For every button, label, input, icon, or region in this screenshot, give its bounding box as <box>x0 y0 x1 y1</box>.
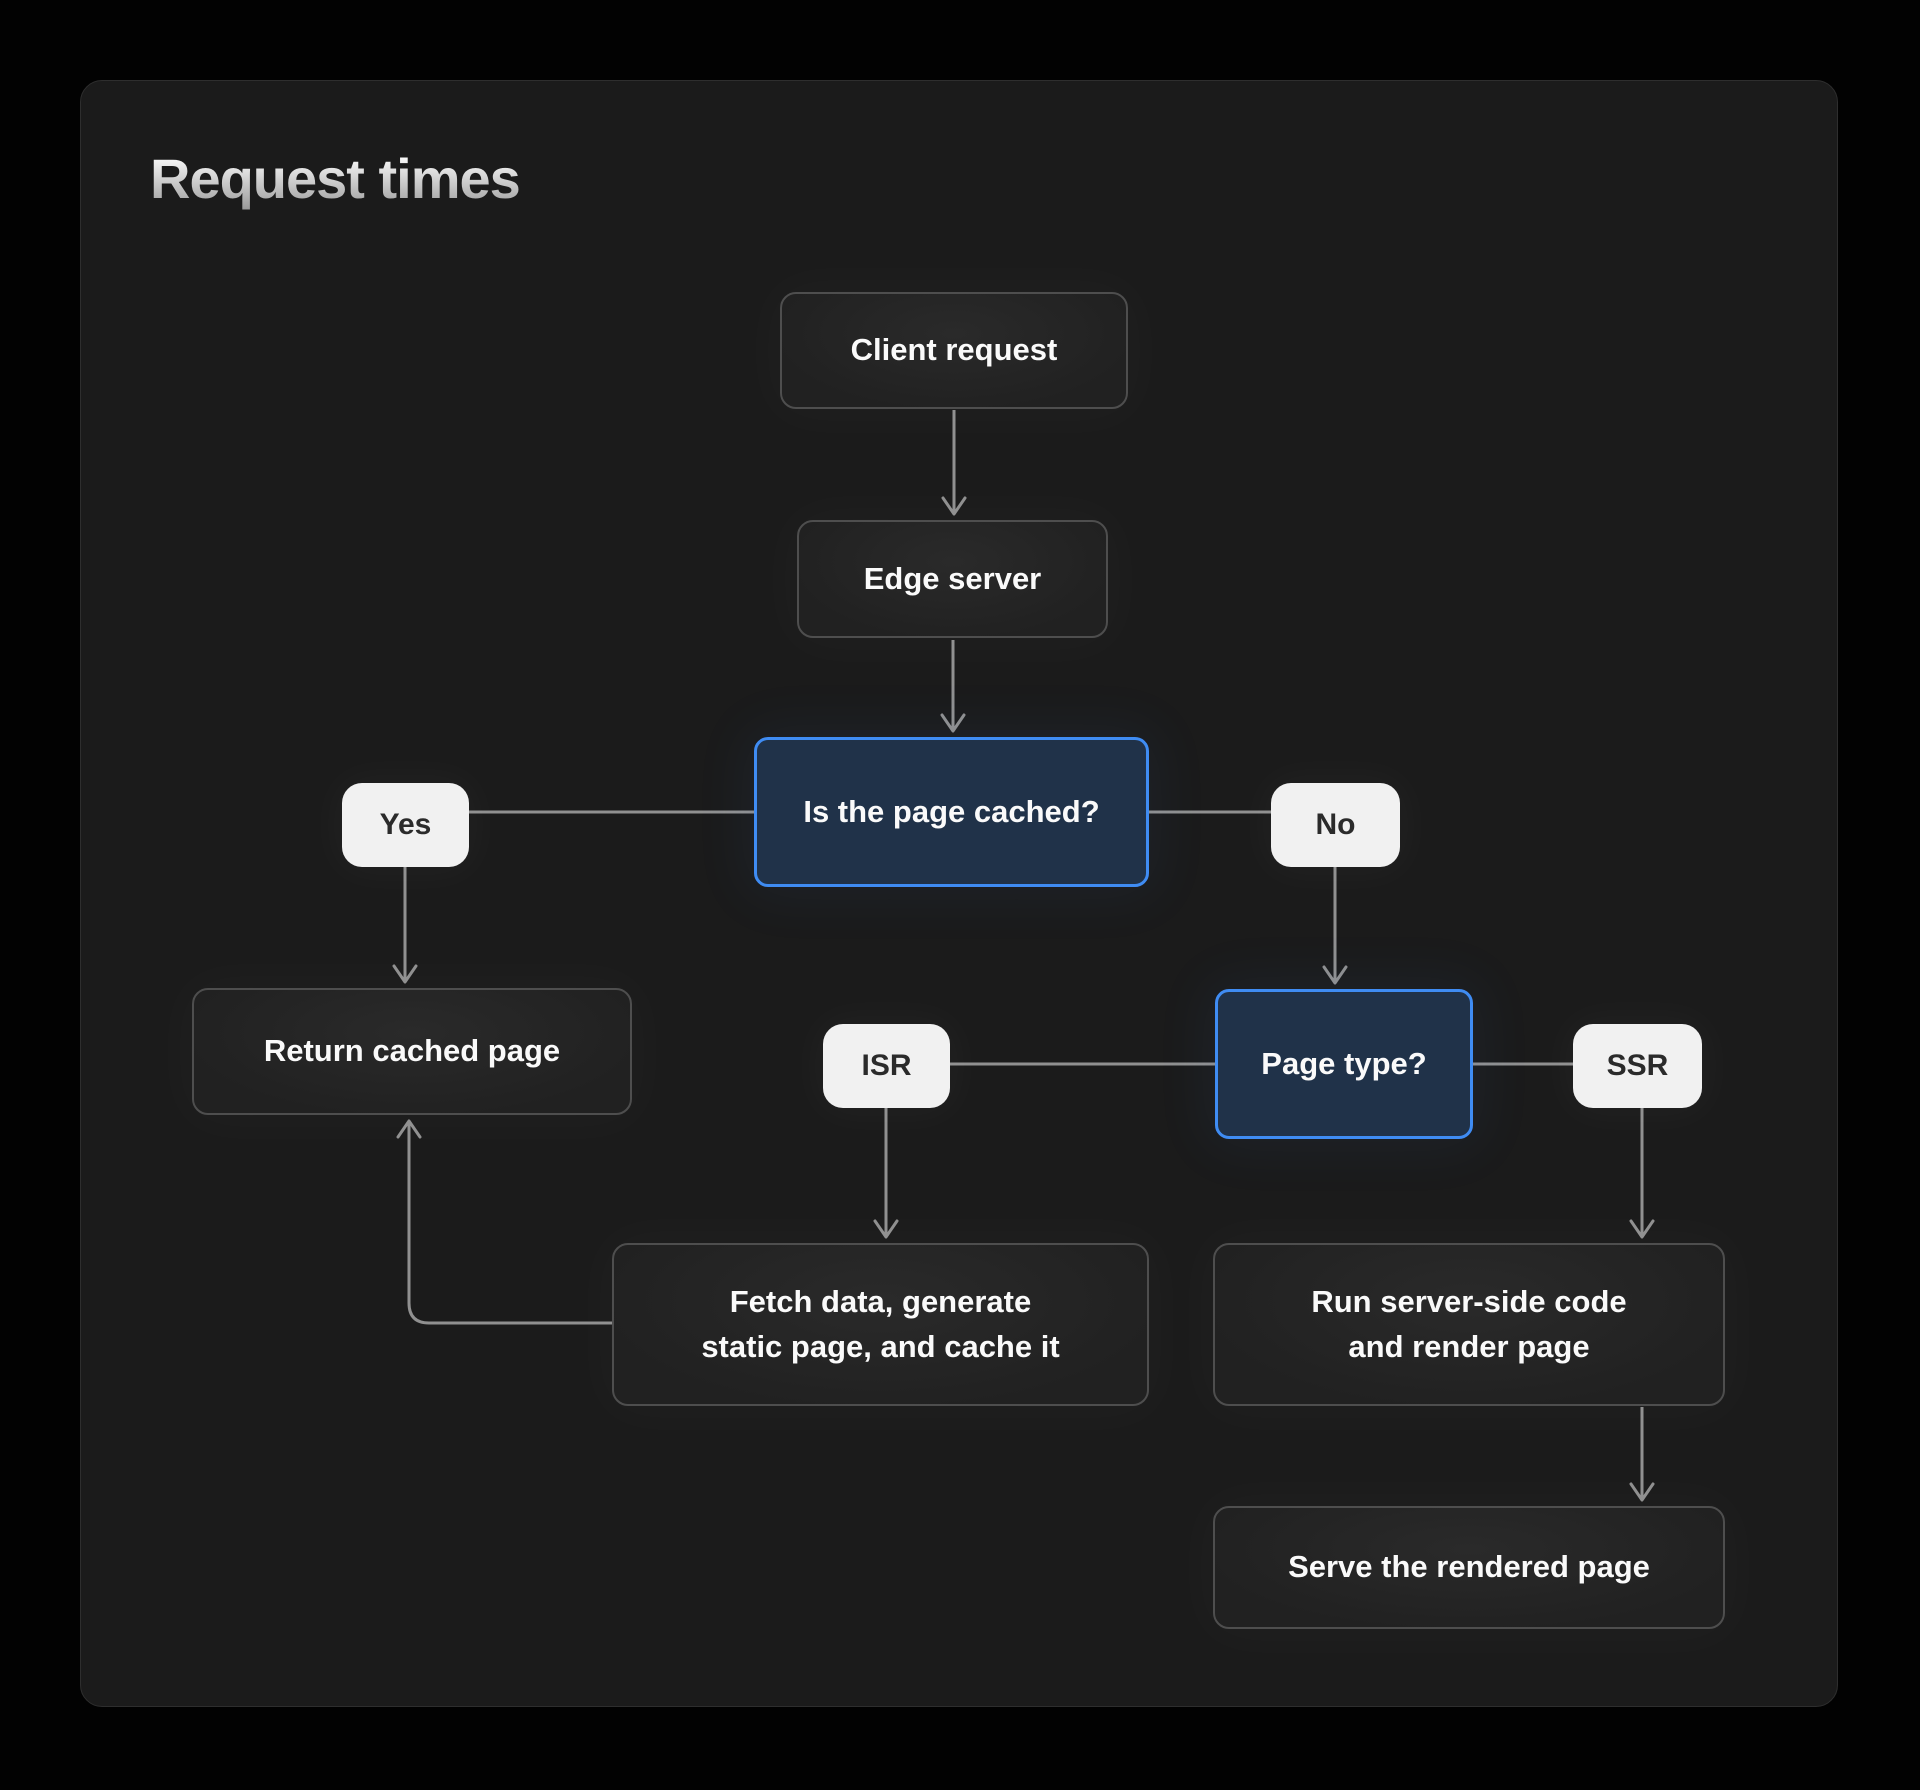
node-label: Edge server <box>863 560 1042 596</box>
node-serve-rendered: Serve the rendered page <box>1213 1506 1725 1629</box>
diagram-title: Request times <box>150 147 521 210</box>
chip-label: No <box>1315 808 1356 842</box>
chip-label: Yes <box>379 808 432 842</box>
node-run-server-code: Run server-side code and render page <box>1213 1243 1725 1406</box>
label-chip-ssr: SSR <box>1573 1024 1702 1108</box>
node-is-page-cached: Is the page cached? <box>754 737 1149 887</box>
node-label: Return cached page <box>263 1033 561 1069</box>
chip-label: SSR <box>1606 1049 1669 1083</box>
node-edge-server: Edge server <box>797 520 1108 638</box>
node-label: Client request <box>850 332 1058 368</box>
label-chip-isr: ISR <box>823 1024 950 1108</box>
node-label: Page type? <box>1261 1045 1427 1081</box>
node-return-cached-page: Return cached page <box>192 988 632 1115</box>
node-page-type: Page type? <box>1215 989 1473 1139</box>
node-fetch-generate: Fetch data, generate static page, and ca… <box>612 1243 1149 1406</box>
chip-label: ISR <box>861 1049 912 1083</box>
node-label: Is the page cached? <box>803 793 1100 829</box>
node-label: Serve the rendered page <box>1288 1549 1650 1585</box>
node-client-request: Client request <box>780 292 1128 409</box>
node-label: Fetch data, generate static page, and ca… <box>701 1283 1060 1364</box>
label-chip-yes: Yes <box>342 783 469 867</box>
label-chip-no: No <box>1271 783 1400 867</box>
node-label: Run server-side code and render page <box>1311 1283 1627 1364</box>
